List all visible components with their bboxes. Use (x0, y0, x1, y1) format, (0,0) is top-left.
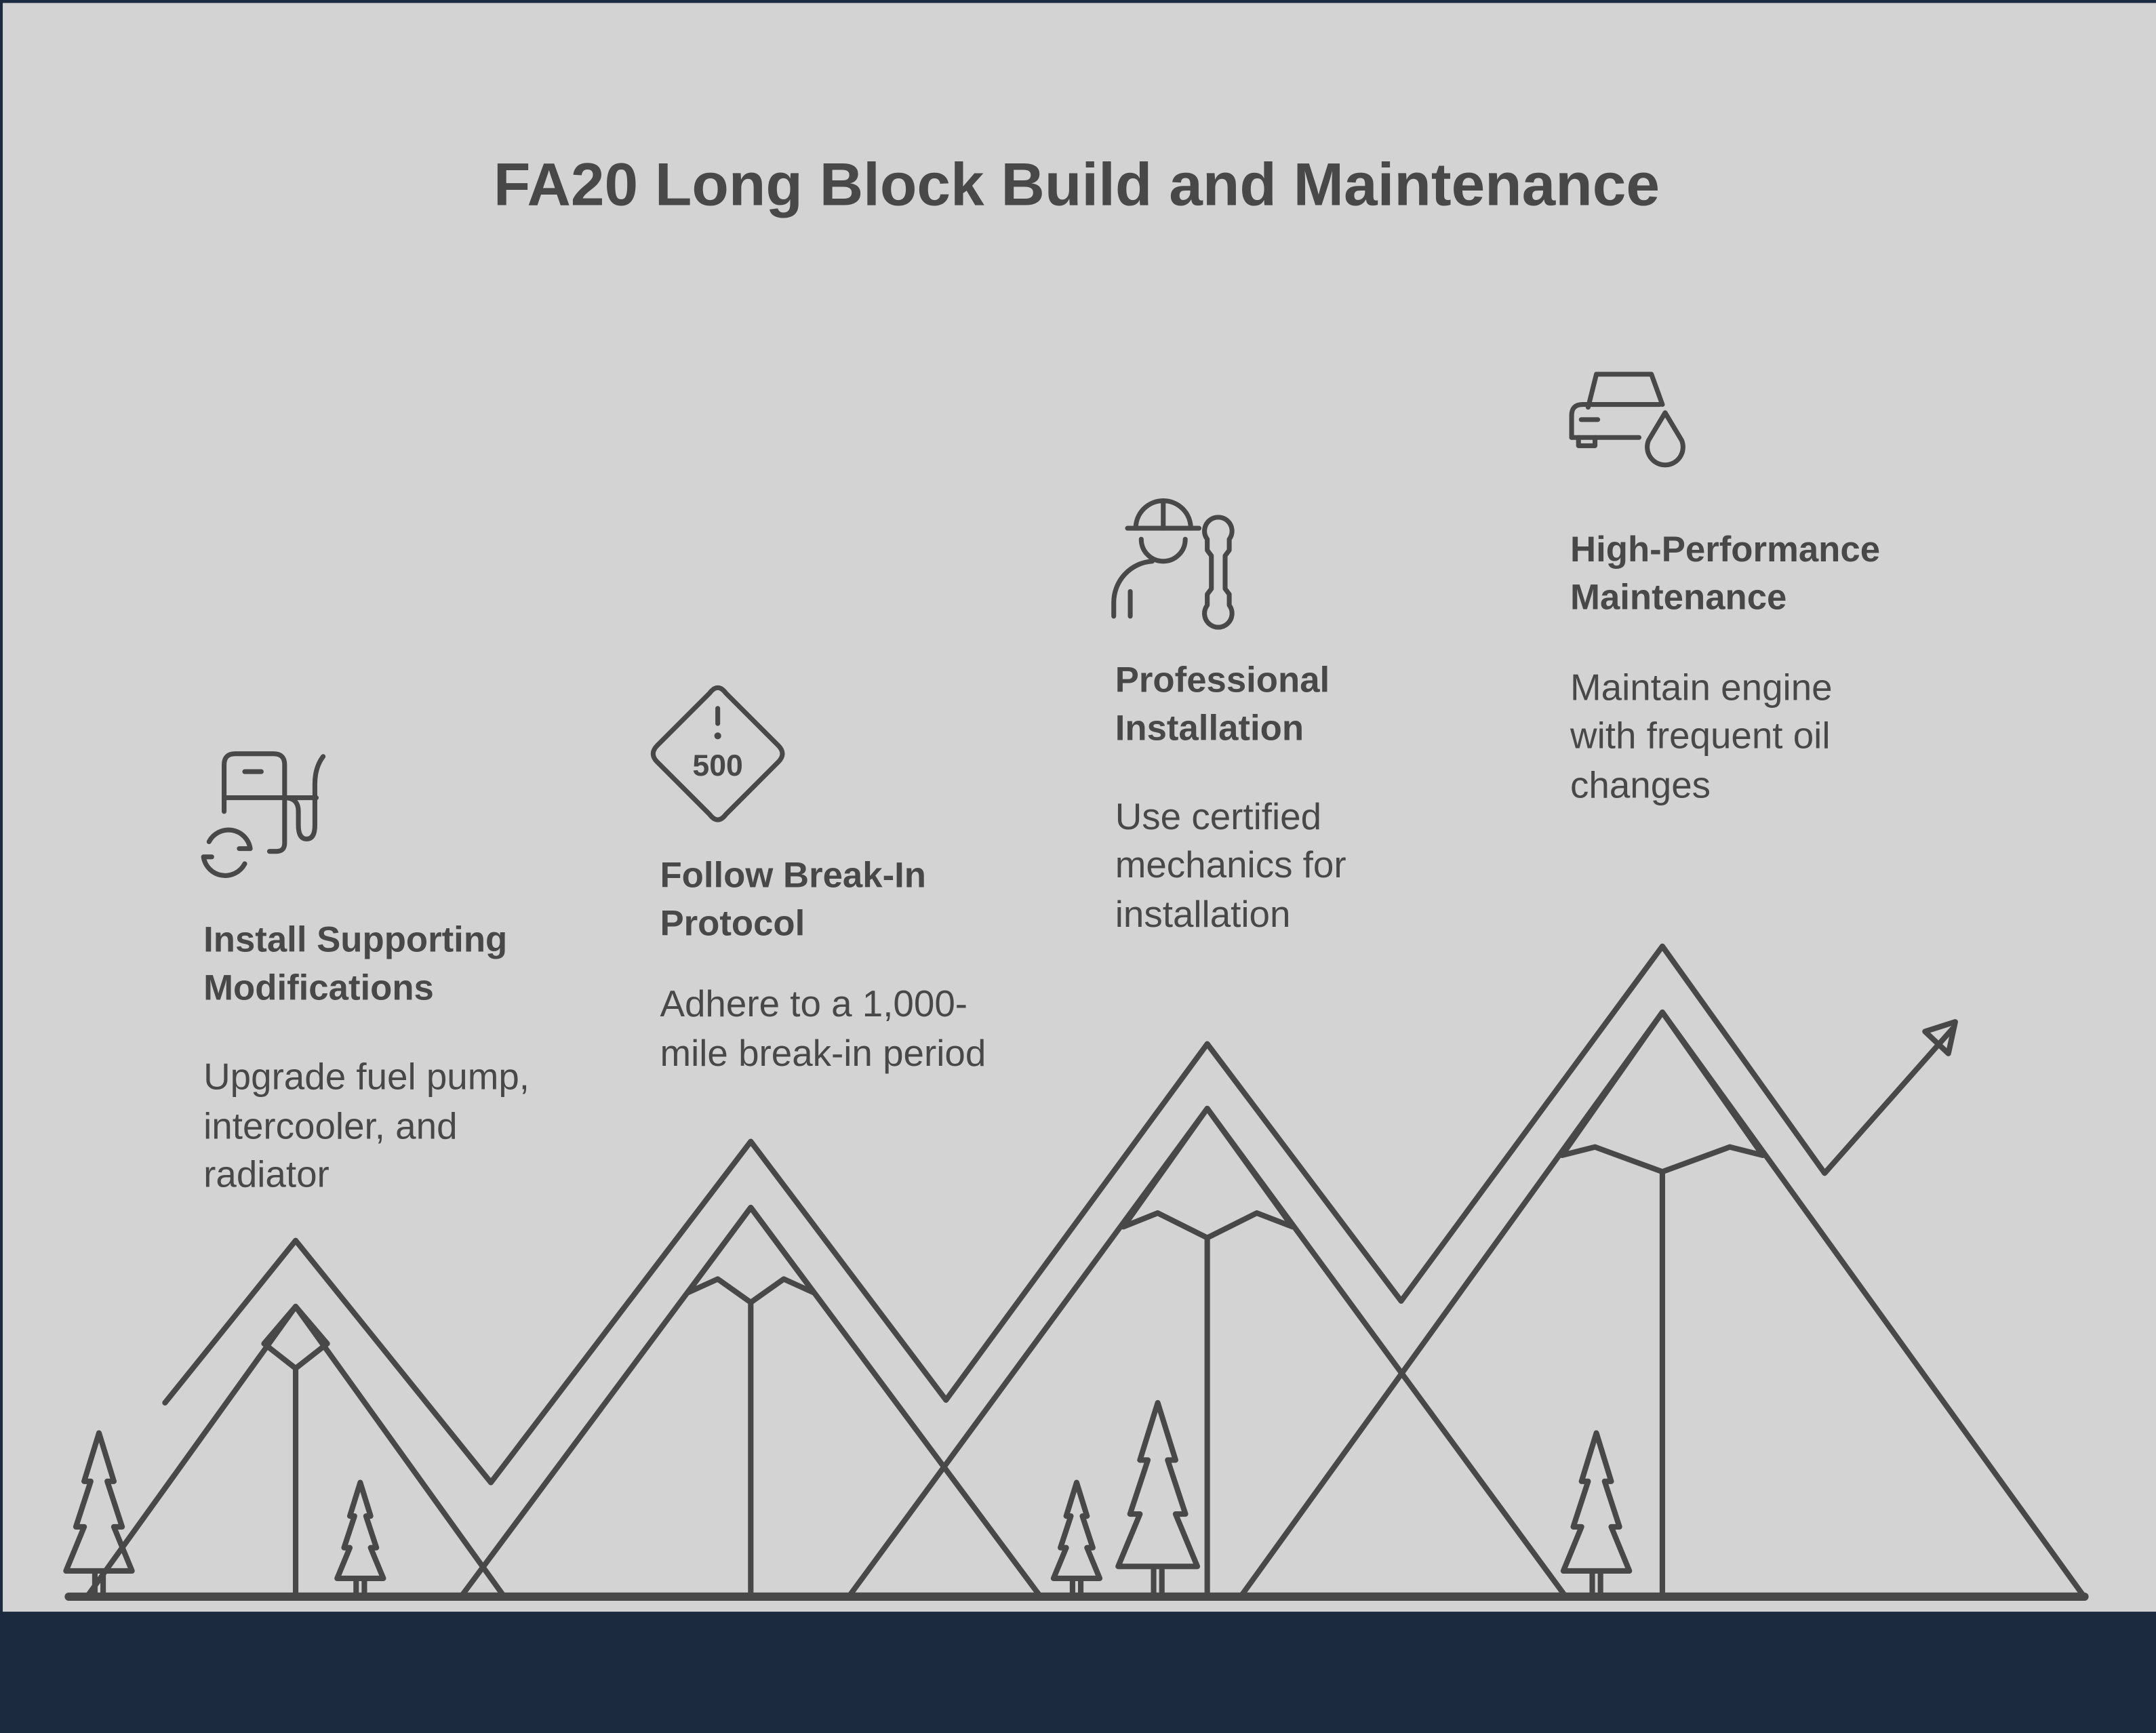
page-title: FA20 Long Block Build and Maintenance (494, 151, 1660, 218)
step-4-heading-line-2: Maintenance (1570, 578, 1786, 618)
step-2-body-line-1: Adhere to a 1,000- (660, 982, 967, 1024)
tree-icon (1560, 1430, 1633, 1598)
car-oil-drop-icon (1569, 372, 1685, 468)
arrow-head-icon (1922, 1019, 1958, 1056)
step-1-body-line-3: radiator (203, 1153, 330, 1195)
step-4-body-line-2: with frequent oil (1570, 715, 1830, 757)
step-2-heading-line-2: Protocol (660, 903, 805, 943)
500-warning-sign-icon: 500 (650, 685, 785, 822)
step-1-heading-line-2: Modifications (203, 968, 434, 1008)
footer-bar (0, 1612, 2156, 1733)
step-1-heading-line-1: Install Supporting (203, 920, 507, 960)
step-2-heading-line-1: Follow Break-In (660, 855, 926, 895)
icon-500-label: 500 (692, 749, 742, 782)
step-1-body-line-2: intercooler, and (203, 1105, 457, 1147)
step-4-body-line-1: Maintain engine (1570, 666, 1833, 709)
progress-zigzag-line (162, 943, 1955, 1486)
step-3-heading-line-1: Professional (1115, 660, 1330, 700)
step-3-text: Professional Installation Use certified … (1115, 660, 1346, 935)
step-4-body-line-3: changes (1570, 764, 1711, 806)
step-2-text: Follow Break-In Protocol Adhere to a 1,0… (660, 855, 986, 1074)
step-1-body-line-1: Upgrade fuel pump, (203, 1056, 530, 1098)
tree-icon (1050, 1479, 1103, 1598)
step-4-text: High-Performance Maintenance Maintain en… (1570, 530, 1880, 806)
step-4-heading-line-1: High-Performance (1570, 530, 1880, 570)
step-3-body-line-3: installation (1115, 893, 1291, 935)
background-panel (3, 3, 2156, 1612)
step-2-body-line-2: mile break-in period (660, 1032, 986, 1074)
tree-icon (63, 1430, 135, 1598)
step-3-body-line-1: Use certified (1115, 795, 1321, 837)
step-1-text: Install Supporting Modifications Upgrade… (203, 920, 530, 1195)
tree-icon (1115, 1399, 1201, 1598)
tree-icon (334, 1479, 386, 1598)
step-3-body-line-2: mechanics for (1115, 843, 1346, 885)
step-3-heading-line-2: Installation (1115, 708, 1304, 748)
fuel-pump-icon (201, 751, 326, 878)
mechanic-wrench-icon (1111, 498, 1235, 630)
